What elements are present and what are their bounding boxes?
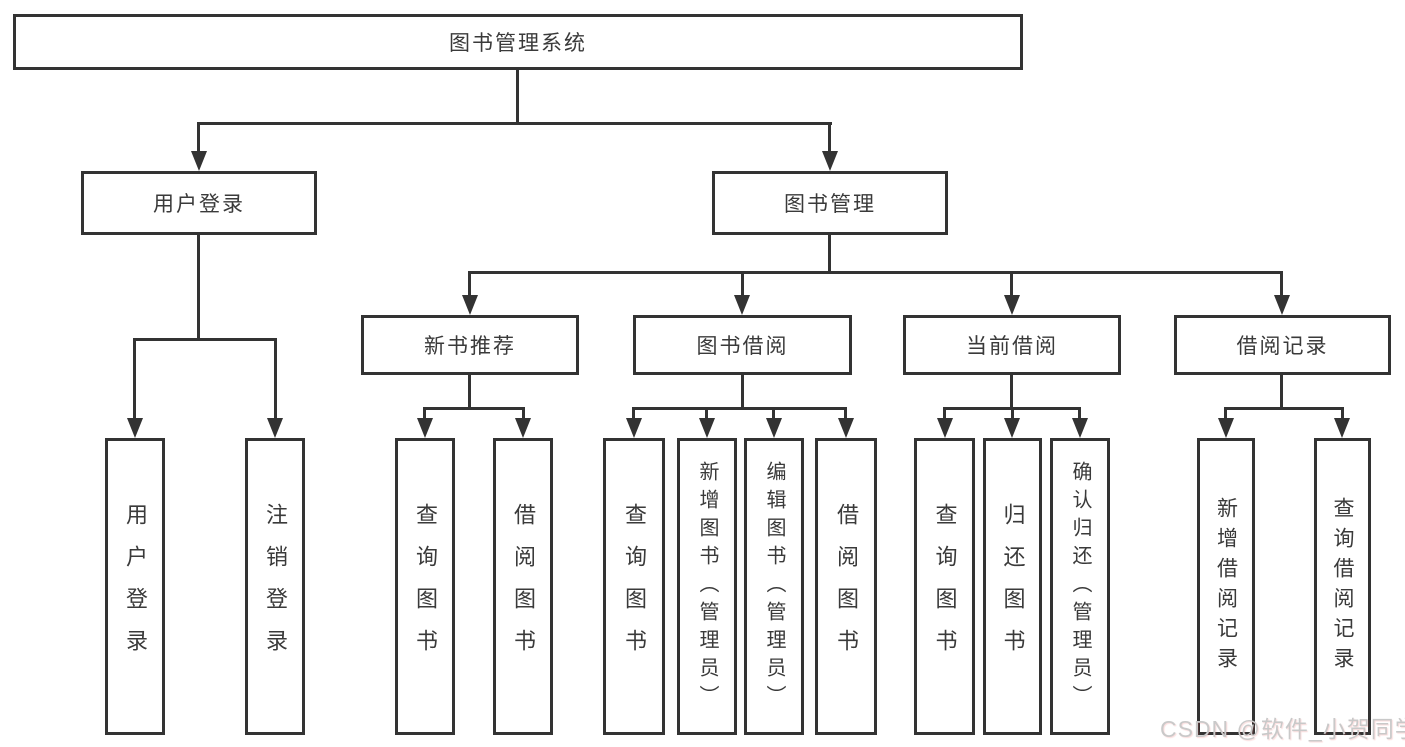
leaf-user-login: 用户登录 [105,438,165,735]
leaf-label: 新增图书（管理员） [696,460,718,713]
connector-line [1010,271,1013,297]
connector-line [1078,407,1081,420]
leaf-return-books: 归还图书 [983,438,1042,735]
connector-line [828,122,831,153]
arrow-down-icon [734,295,750,315]
connector-line [1280,271,1283,297]
connector-line [423,407,525,410]
connector-line [844,407,847,420]
connector-line [133,338,277,341]
connector-line [423,407,426,420]
arrow-down-icon [191,151,207,171]
connector-line [1010,375,1013,407]
leaf-label: 新增借阅记录 [1214,496,1238,677]
leaf-add-books-admin: 新增图书（管理员） [677,438,737,735]
leaf-label: 借阅图书 [834,502,859,671]
leaf-query-books: 查询图书 [603,438,665,735]
leaf-label: 查询图书 [932,502,958,671]
arrow-down-icon [462,295,478,315]
node-book-borrow: 图书借阅 [633,315,852,375]
arrow-down-icon [267,418,283,438]
connector-line [133,338,136,420]
arrow-down-icon [822,151,838,171]
arrow-down-icon [766,418,782,438]
arrow-down-icon [699,418,715,438]
node-borrow-records: 借阅记录 [1174,315,1391,375]
arrow-down-icon [1004,295,1020,315]
node-user-login: 用户登录 [81,171,317,235]
leaf-label: 归还图书 [1000,502,1026,671]
connector-line [1011,407,1014,420]
arrow-down-icon [417,418,433,438]
csdn-watermark: CSDN @软件_小贺同学 [1160,716,1405,742]
connector-line [522,407,525,420]
leaf-label: 确认归还（管理员） [1069,460,1091,713]
leaf-label: 查询借阅记录 [1331,496,1354,677]
leaf-label: 用户登录 [123,502,148,671]
node-label: 新书推荐 [424,335,516,358]
leaf-label: 查询图书 [413,502,438,671]
leaf-borrow-books: 借阅图书 [815,438,877,735]
arrow-down-icon [1072,418,1088,438]
node-new-book-recommend: 新书推荐 [361,315,579,375]
leaf-edit-books-admin: 编辑图书（管理员） [744,438,804,735]
connector-line [468,271,471,297]
node-library-system: 图书管理系统 [13,14,1023,70]
leaf-label: 借阅图书 [511,502,536,671]
connector-line [516,69,519,122]
arrow-down-icon [1334,418,1350,438]
node-book-management: 图书管理 [712,171,948,235]
leaf-logout: 注销登录 [245,438,305,735]
arrow-down-icon [1218,418,1234,438]
arrow-down-icon [626,418,642,438]
leaf-label: 注销登录 [263,502,288,671]
connector-line [632,407,847,410]
leaf-borrow-books: 借阅图书 [493,438,553,735]
connector-line [197,235,200,338]
arrow-down-icon [1274,295,1290,315]
arrow-down-icon [937,418,953,438]
arrow-down-icon [1004,418,1020,438]
connector-line [1224,407,1344,410]
leaf-label: 查询图书 [622,502,647,671]
node-label: 用户登录 [153,193,245,216]
node-label: 图书管理系统 [449,32,587,55]
leaf-query-books: 查询图书 [395,438,455,735]
leaf-label: 编辑图书（管理员） [763,460,785,713]
connector-line [1341,407,1344,420]
connector-line [1224,407,1227,420]
arrow-down-icon [838,418,854,438]
node-label: 图书管理 [784,193,876,216]
connector-line [197,122,832,125]
connector-line [705,407,708,420]
connector-line [741,271,744,297]
leaf-add-borrow-record: 新增借阅记录 [1197,438,1255,735]
connector-line [197,122,200,153]
connector-line [741,375,744,407]
connector-line [1280,375,1283,407]
connector-line [468,375,471,407]
connector-line [828,235,831,274]
arrow-down-icon [127,418,143,438]
node-label: 图书借阅 [696,335,789,358]
leaf-query-borrow-record: 查询借阅记录 [1314,438,1371,735]
leaf-confirm-return-admin: 确认归还（管理员） [1050,438,1110,735]
connector-line [772,407,775,420]
connector-line [943,407,946,420]
connector-line [632,407,635,420]
connector-line [274,338,277,420]
connector-line [468,271,1283,274]
leaf-query-books: 查询图书 [914,438,975,735]
node-label: 当前借阅 [966,335,1058,358]
arrow-down-icon [515,418,531,438]
node-label: 借阅记录 [1236,335,1329,358]
node-current-borrow: 当前借阅 [903,315,1121,375]
